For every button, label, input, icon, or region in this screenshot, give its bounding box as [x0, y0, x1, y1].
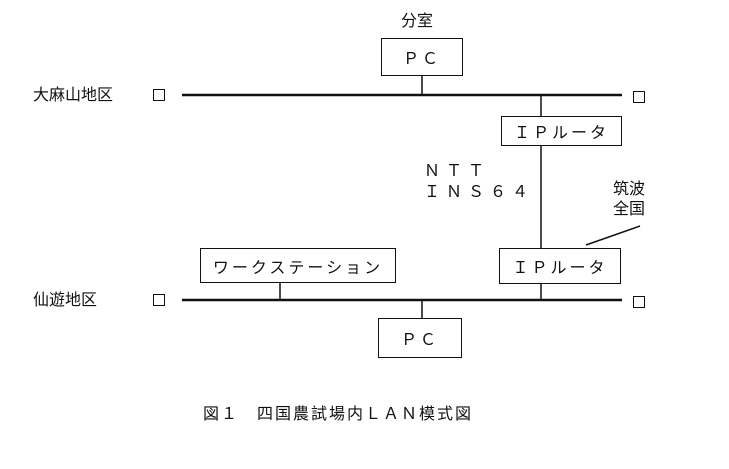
- node-pc-top: ＰＣ: [381, 38, 463, 76]
- terminator-senyu-right: [633, 296, 645, 308]
- node-pc-bottom-label: ＰＣ: [400, 330, 439, 349]
- terminator-omasayama-left: [153, 89, 165, 101]
- label-zenkoku: 全国: [613, 199, 646, 218]
- label-bunshitsu: 分室: [401, 11, 434, 30]
- leader-tsukuba: [585, 225, 641, 246]
- node-pc-top-label: ＰＣ: [402, 49, 441, 68]
- node-router-top: ＩＰルータ: [501, 116, 622, 146]
- label-ins64: ＩＮＳ６４: [424, 182, 535, 201]
- node-workstation: ワークステーション: [200, 248, 396, 283]
- label-omasayama: 大麻山地区: [33, 85, 114, 104]
- node-workstation-label: ワークステーション: [212, 257, 384, 277]
- label-senyu: 仙遊地区: [33, 290, 98, 309]
- terminator-omasayama-right: [633, 91, 645, 103]
- label-tsukuba: 筑波: [613, 179, 646, 198]
- terminator-senyu-left: [153, 294, 165, 306]
- figure-caption: 図１ 四国農試場内ＬＡＮ模式図: [203, 404, 474, 423]
- label-ntt: ＮＴＴ: [424, 161, 491, 180]
- node-pc-bottom: ＰＣ: [378, 318, 462, 358]
- node-router-bottom-label: ＩＰルータ: [512, 258, 608, 277]
- node-router-top-label: ＩＰルータ: [513, 123, 609, 142]
- node-router-bottom: ＩＰルータ: [499, 248, 621, 284]
